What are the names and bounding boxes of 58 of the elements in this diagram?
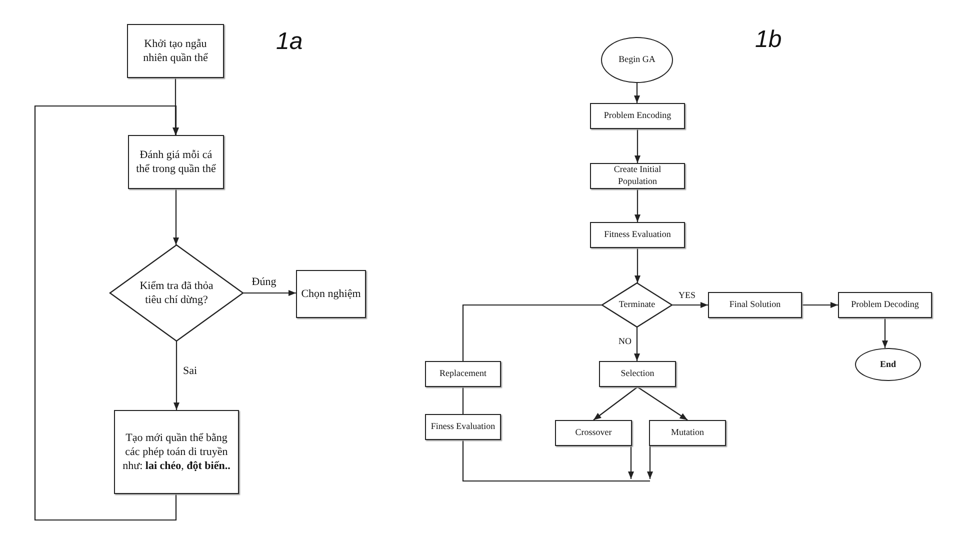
node-label: Fitness Evaluation — [603, 229, 672, 241]
node-label: Problem Encoding — [602, 110, 672, 122]
arrow — [634, 189, 641, 222]
node-label: Đánh giá mỗi cá thể trong quần thể — [135, 148, 217, 176]
edge-label: NO — [616, 336, 634, 346]
node-label: Begin GA — [618, 54, 656, 66]
process-box — [555, 420, 632, 446]
edge-label: Đúng — [250, 276, 278, 288]
node-label: Finess Evaluation — [430, 421, 496, 433]
node-label: End — [878, 358, 897, 370]
node-label: Final Solution — [728, 299, 782, 311]
arrow — [634, 327, 640, 361]
arrow — [628, 446, 634, 479]
arrow — [634, 248, 641, 283]
node-label: Problem Decoding — [850, 299, 920, 311]
process-box — [708, 292, 802, 318]
arrow — [243, 290, 296, 296]
process-box — [114, 410, 239, 494]
process-box — [590, 103, 685, 129]
node-label: Create Initial Population — [612, 164, 662, 188]
arrow — [672, 302, 708, 308]
arrow — [34, 105, 180, 521]
process-box — [590, 163, 685, 189]
process-box — [838, 292, 932, 318]
arrow — [634, 83, 640, 103]
process-box — [128, 135, 224, 189]
node-label: Replacement — [438, 368, 488, 380]
node-label: Terminate — [618, 299, 656, 311]
node-label: Selection — [620, 368, 656, 380]
process-box — [127, 24, 224, 78]
edge-label: YES — [676, 290, 698, 300]
node-label: Tạo mới quần thể bằng các phép toán di truyền như: lai chéo, đột biến.. — [122, 430, 232, 474]
process-box — [599, 361, 676, 387]
process-box — [649, 420, 726, 446]
arrow — [637, 386, 688, 420]
arrow — [172, 78, 179, 135]
process-box — [590, 222, 685, 248]
node-label: Khởi tạo ngẫu nhiên quần thể — [142, 36, 209, 66]
node-label: Chọn nghiệm — [300, 286, 362, 302]
node-label: Mutation — [670, 427, 705, 439]
arrow — [173, 341, 180, 410]
figure-label: 1b — [755, 26, 782, 54]
node-label: Crossover — [574, 427, 613, 439]
figure-label: 1a — [276, 28, 303, 56]
arrow — [172, 189, 180, 245]
arrow — [593, 386, 638, 420]
node-label: Kiểm tra đã thỏa tiêu chí dừng? — [138, 278, 214, 308]
connector-line — [462, 304, 602, 361]
connector-line — [462, 387, 464, 414]
process-box — [425, 361, 501, 387]
arrow — [802, 302, 838, 308]
edge-label: Sai — [180, 365, 200, 377]
process-box — [296, 270, 366, 318]
connector-line — [462, 440, 650, 482]
arrow — [646, 446, 654, 479]
arrow — [634, 129, 641, 163]
process-box — [425, 414, 501, 440]
arrow — [882, 318, 888, 348]
